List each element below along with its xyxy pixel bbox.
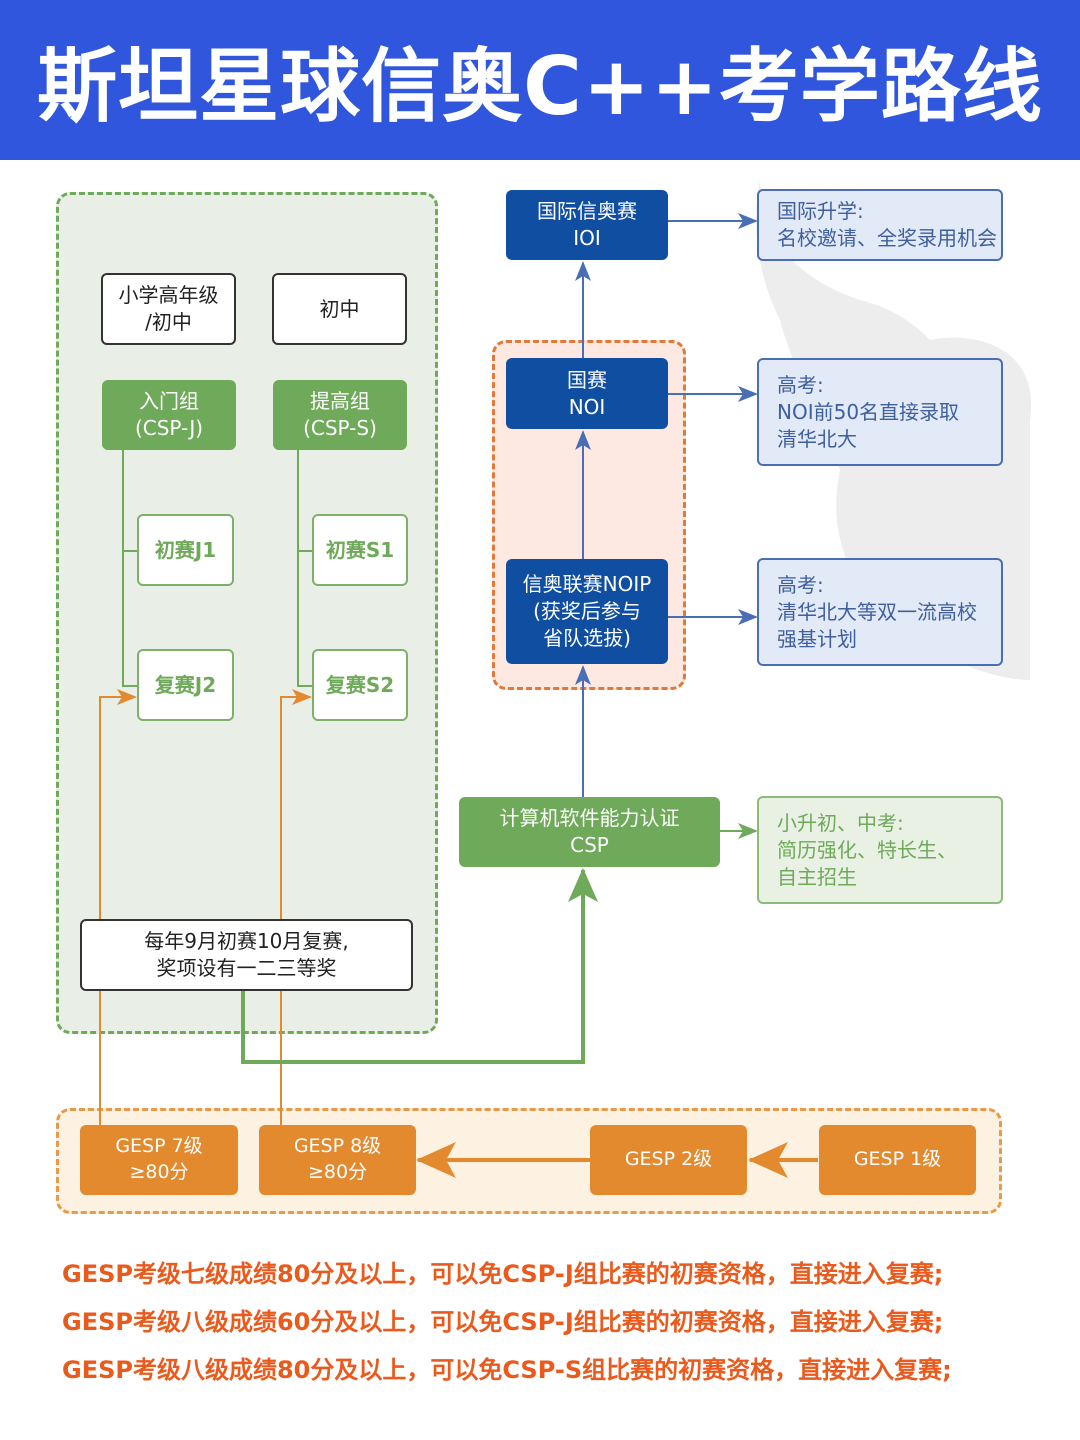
gesp-label: GESP 2级 xyxy=(624,1148,713,1171)
level-label: 初中 xyxy=(319,296,360,321)
schedule-text: 每年9月初赛10月复赛, xyxy=(144,929,349,953)
gesp-label: ≥80分 xyxy=(129,1161,189,1183)
outcome-box-school-entry: 小升初、中考: 简历强化、特长生、 自主招生 xyxy=(757,796,1003,904)
outcome-text: 名校邀请、全奖录用机会 xyxy=(777,226,997,250)
gesp-box-level1: GESP 1级 xyxy=(819,1125,976,1195)
tree-line-s xyxy=(297,450,312,687)
gesp-box-level2: GESP 2级 xyxy=(590,1125,747,1195)
stage-label: 初赛S1 xyxy=(325,537,395,562)
outcome-box-international: 国际升学: 名校邀请、全奖录用机会 xyxy=(757,189,1003,261)
outcome-text: NOI前50名直接录取 xyxy=(777,399,960,424)
noip-box: 信奥联赛NOIP (获奖后参与 省队选拔) xyxy=(506,559,668,664)
noi-box: 国赛 NOI xyxy=(506,358,668,429)
stage-label: 复赛S2 xyxy=(325,672,395,697)
note-line: GESP考级八级成绩60分及以上，可以免CSP-J组比赛的初赛资格，直接进入复赛… xyxy=(62,1308,944,1336)
outcome-text: 简历强化、特长生、 xyxy=(777,837,957,862)
arrow-schedule-to-csp xyxy=(241,868,598,1064)
noip-label: 信奥联赛NOIP xyxy=(522,572,652,596)
group-label: (CSP-J) xyxy=(134,416,204,440)
header-banner xyxy=(0,0,1080,160)
noip-label: 省队选拔) xyxy=(543,626,631,650)
ioi-label: IOI xyxy=(573,226,601,250)
schedule-text: 奖项设有一二三等奖 xyxy=(156,956,337,980)
noi-label: NOI xyxy=(568,394,606,419)
outcome-text: 清华北大 xyxy=(777,426,857,451)
stage-box-s1: 初赛S1 xyxy=(312,514,408,586)
outcome-box-noi-admission: 高考: NOI前50名直接录取 清华北大 xyxy=(757,358,1003,466)
notes-section: GESP考级七级成绩80分及以上，可以免CSP-J组比赛的初赛资格，直接进入复赛… xyxy=(62,1250,1062,1394)
note-line: GESP考级八级成绩80分及以上，可以免CSP-S组比赛的初赛资格，直接进入复赛… xyxy=(62,1356,952,1384)
csp-label: CSP xyxy=(570,833,609,857)
schedule-box: 每年9月初赛10月复赛, 奖项设有一二三等奖 xyxy=(80,919,413,991)
gesp-box-level8: GESP 8级 ≥80分 xyxy=(259,1125,416,1195)
gesp-label: GESP 7级 xyxy=(115,1135,203,1158)
level-label: 小学高年级 xyxy=(118,283,219,307)
outcome-heading: 高考: xyxy=(777,572,824,597)
noip-label: (获奖后参与 xyxy=(533,599,641,623)
stage-label: 初赛J1 xyxy=(154,537,217,562)
group-label: 提高组 xyxy=(310,389,370,413)
group-box-csp-s: 提高组 (CSP-S) xyxy=(273,380,407,450)
outcome-text: 清华北大等双一流高校 xyxy=(777,599,977,624)
level-box-upper-primary: 小学高年级 /初中 xyxy=(101,273,236,345)
csp-box: 计算机软件能力认证 CSP xyxy=(459,797,720,867)
outcome-heading: 小升初、中考: xyxy=(777,810,904,835)
stage-box-j1: 初赛J1 xyxy=(137,514,234,586)
csp-label: 计算机软件能力认证 xyxy=(499,806,680,830)
gesp-label: GESP 1级 xyxy=(853,1148,942,1171)
stage-box-j2: 复赛J2 xyxy=(137,649,234,721)
group-box-csp-j: 入门组 (CSP-J) xyxy=(102,380,236,450)
ioi-box: 国际信奥赛 IOI xyxy=(506,190,668,260)
gesp-label: GESP 8级 xyxy=(293,1135,382,1158)
outcome-box-strong-base: 高考: 清华北大等双一流高校 强基计划 xyxy=(757,558,1003,666)
stage-box-s2: 复赛S2 xyxy=(312,649,408,721)
ioi-label: 国际信奥赛 xyxy=(537,199,637,223)
page-title: 斯坦星球信奥C++考学路线 xyxy=(37,40,1043,133)
group-label: 入门组 xyxy=(139,389,199,413)
note-line: GESP考级七级成绩80分及以上，可以免CSP-J组比赛的初赛资格，直接进入复赛… xyxy=(62,1260,944,1288)
group-label: (CSP-S) xyxy=(303,416,377,440)
outcome-text: 自主招生 xyxy=(777,864,857,889)
noi-label: 国赛 xyxy=(567,367,607,392)
outcome-text: 强基计划 xyxy=(777,626,857,651)
gesp-label: ≥80分 xyxy=(307,1161,368,1183)
gesp-box-level7: GESP 7级 ≥80分 xyxy=(80,1125,238,1195)
outcome-heading: 国际升学: xyxy=(777,199,864,223)
level-box-junior-high: 初中 xyxy=(272,273,407,345)
level-label: /初中 xyxy=(145,310,192,334)
tree-line-j xyxy=(122,450,137,687)
arrow-gesp7-to-j2 xyxy=(99,689,137,1125)
outcome-heading: 高考: xyxy=(777,372,824,397)
stage-label: 复赛J2 xyxy=(154,672,217,697)
